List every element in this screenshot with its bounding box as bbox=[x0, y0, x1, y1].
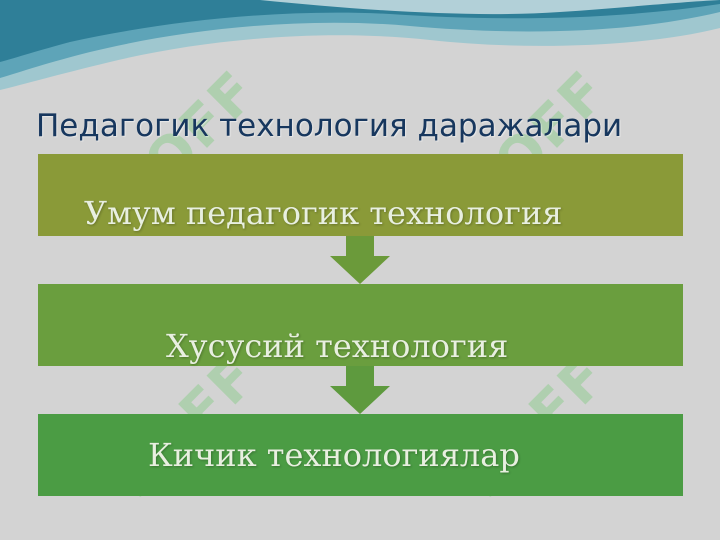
level-label: Хусусий технология bbox=[166, 327, 509, 365]
down-arrow-icon bbox=[330, 366, 390, 414]
level-box-small: Кичик технологиялар bbox=[38, 414, 683, 496]
arrow-shape bbox=[330, 236, 390, 284]
slide-title: Педагогик технология даражалари bbox=[36, 108, 623, 144]
level-box-specific: Хусусий технология bbox=[38, 284, 683, 366]
top-wave-decoration bbox=[0, 0, 720, 90]
level-label: Умум педагогик технология bbox=[84, 194, 563, 232]
arrow-shape bbox=[330, 366, 390, 414]
level-label: Кичик технологиялар bbox=[148, 436, 520, 474]
down-arrow-icon bbox=[330, 236, 390, 284]
level-box-general: Умум педагогик технология bbox=[38, 154, 683, 236]
